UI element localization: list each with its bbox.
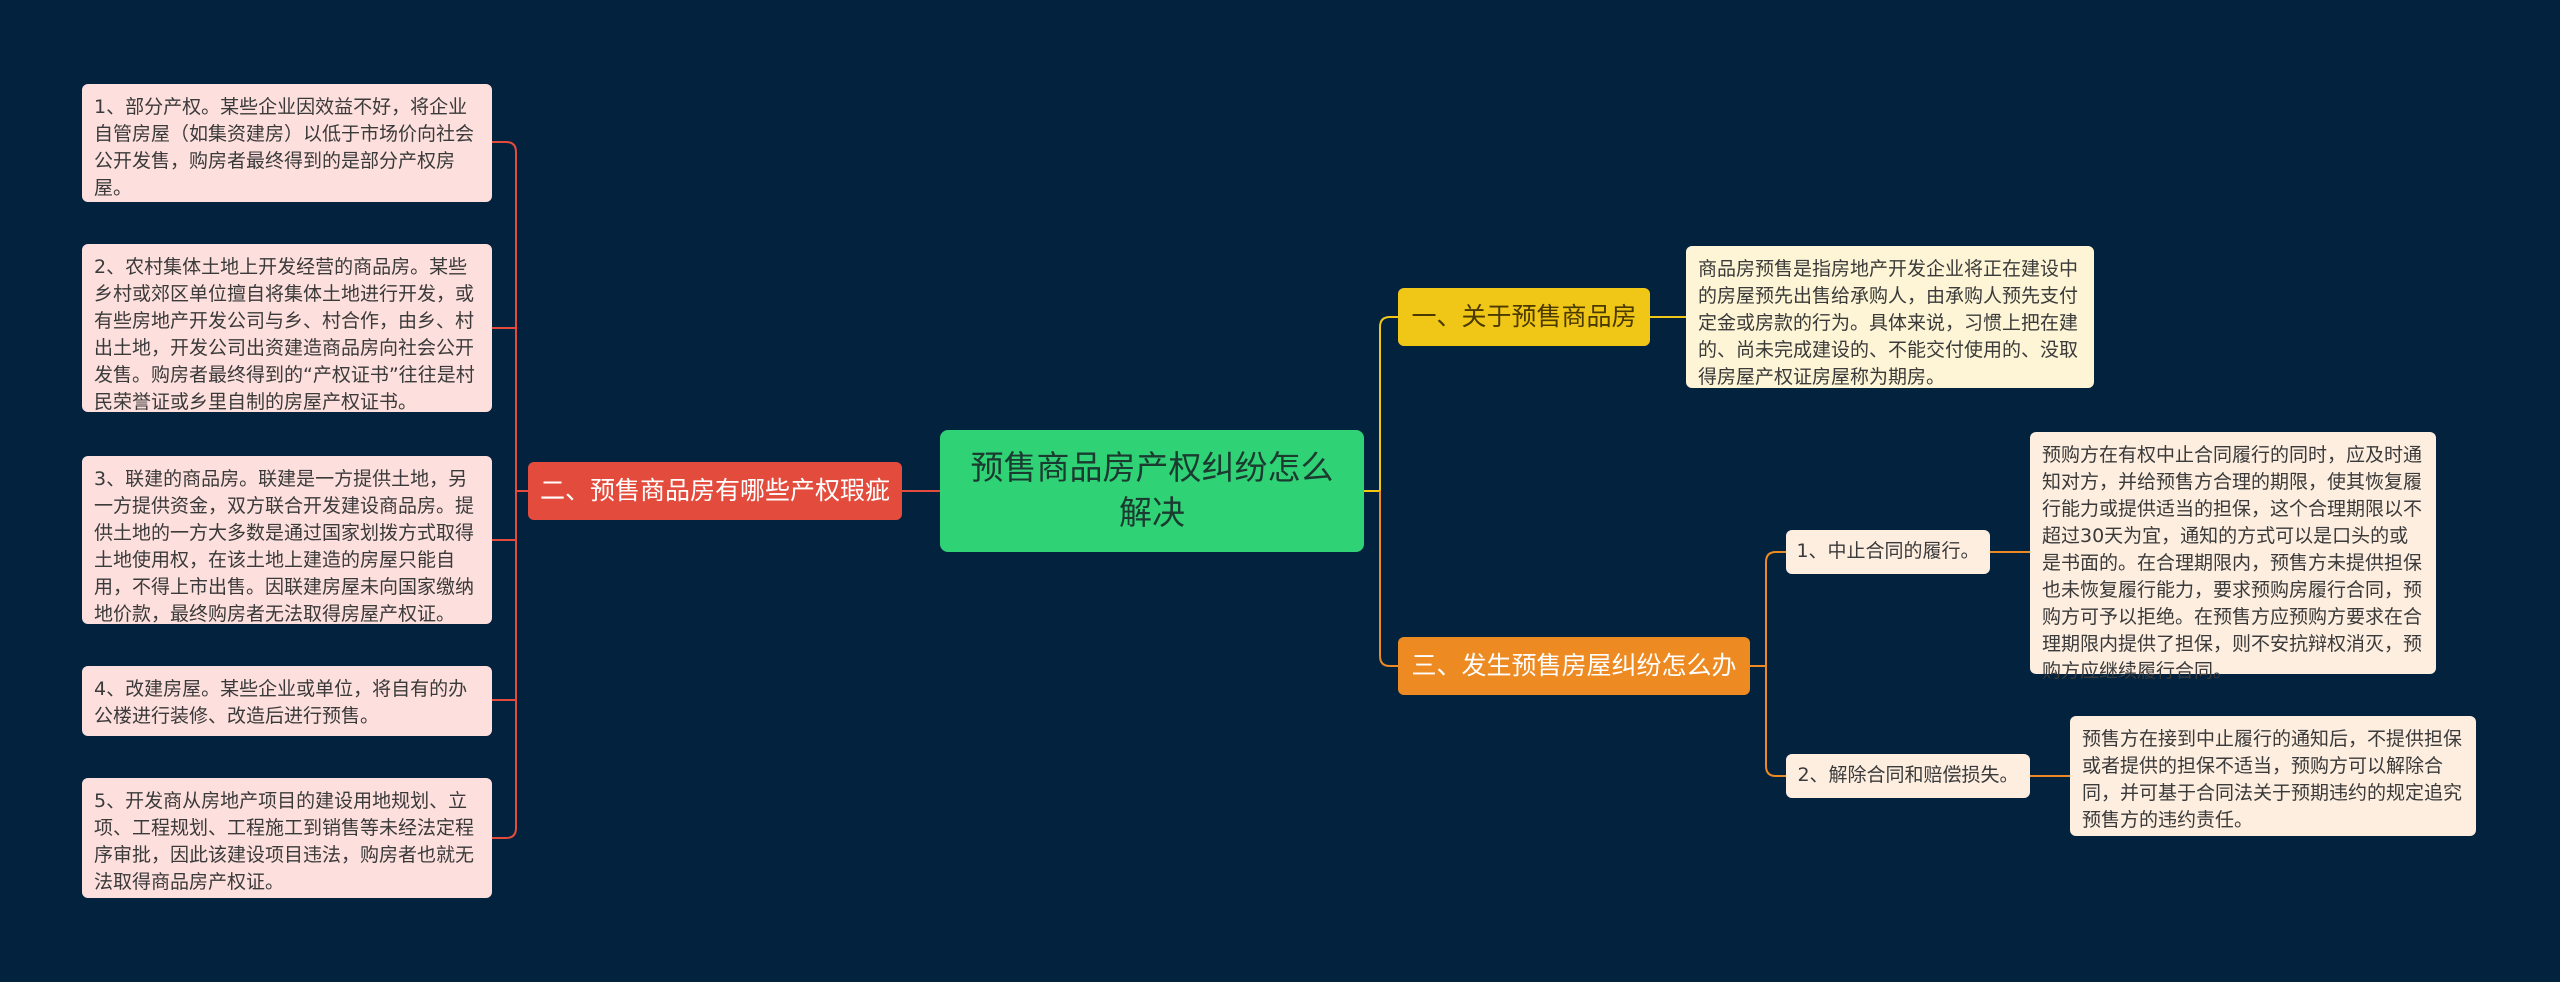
leaf-terminate-detail[interactable]: 预售方在接到中止履行的通知后，不提供担保或者提供的担保不适当，预购方可以解除合同… [2070, 716, 2476, 836]
leaf-text: 1、部分产权。某些企业因效益不好，将企业自管房屋（如集资建房）以低于市场价向社会… [94, 96, 475, 199]
leaf-joint-construction[interactable]: 3、联建的商品房。联建是一方提供土地，另一方提供资金，双方联合开发建设商品房。提… [82, 456, 492, 625]
sub-label: 1、中止合同的履行。 [1796, 540, 1980, 563]
leaf-text: 3、联建的商品房。联建是一方提供土地，另一方提供资金，双方联合开发建设商品房。提… [94, 468, 475, 625]
sub-suspend-contract[interactable]: 1、中止合同的履行。 [1786, 530, 1990, 574]
branch-label: 一、关于预售商品房 [1411, 302, 1637, 332]
leaf-partial-ownership[interactable]: 1、部分产权。某些企业因效益不好，将企业自管房屋（如集资建房）以低于市场价向社会… [82, 84, 492, 202]
leaf-collective-land[interactable]: 2、农村集体土地上开发经营的商品房。某些乡村或郊区单位擅自将集体土地进行开发，或… [82, 244, 492, 413]
sub-label: 2、解除合同和赔偿损失。 [1797, 764, 2019, 787]
leaf-text: 商品房预售是指房地产开发企业将正在建设中的房屋预先出售给承购人，由承购人预先支付… [1698, 258, 2079, 388]
branch-product-defects[interactable]: 二、预售商品房有哪些产权瑕疵 [528, 462, 902, 520]
branch-about-presale[interactable]: 一、关于预售商品房 [1398, 288, 1650, 346]
connector-right3-subs [1750, 551, 1786, 777]
connector-right-spine-up [1379, 316, 1398, 491]
branch-label: 三、发生预售房屋纠纷怎么办 [1411, 651, 1737, 681]
leaf-text: 预购方在有权中止合同履行的同时，应及时通知对方，并给预售方合理的期限，使其恢复履… [2042, 444, 2423, 682]
root-node[interactable]: 预售商品房产权纠纷怎么解决 [940, 430, 1364, 552]
leaf-text: 2、农村集体土地上开发经营的商品房。某些乡村或郊区单位擅自将集体土地进行开发，或… [94, 256, 475, 413]
leaf-presale-definition[interactable]: 商品房预售是指房地产开发企业将正在建设中的房屋预先出售给承购人，由承购人预先支付… [1686, 246, 2094, 388]
leaf-text: 5、开发商从房地产项目的建设用地规划、立项、工程规划、工程施工到销售等未经法定程… [94, 790, 475, 893]
leaf-text: 4、改建房屋。某些企业或单位，将自有的办公楼进行装修、改造后进行预售。 [94, 678, 468, 727]
leaf-renovated-building[interactable]: 4、改建房屋。某些企业或单位，将自有的办公楼进行装修、改造后进行预售。 [82, 666, 492, 736]
leaf-suspend-detail[interactable]: 预购方在有权中止合同履行的同时，应及时通知对方，并给预售方合理的期限，使其恢复履… [2030, 432, 2436, 682]
leaf-illegal-project[interactable]: 5、开发商从房地产项目的建设用地规划、立项、工程规划、工程施工到销售等未经法定程… [82, 778, 492, 898]
branch-dispute-handling[interactable]: 三、发生预售房屋纠纷怎么办 [1398, 637, 1750, 695]
leaf-text: 预售方在接到中止履行的通知后，不提供担保或者提供的担保不适当，预购方可以解除合同… [2082, 728, 2463, 831]
connector-left-spine [492, 141, 528, 839]
branch-label: 二、预售商品房有哪些产权瑕疵 [540, 476, 891, 506]
root-title: 预售商品房产权纠纷怎么解决 [970, 448, 1334, 532]
connector-right-spine-down [1379, 491, 1398, 667]
sub-terminate-contract[interactable]: 2、解除合同和赔偿损失。 [1786, 754, 2030, 798]
